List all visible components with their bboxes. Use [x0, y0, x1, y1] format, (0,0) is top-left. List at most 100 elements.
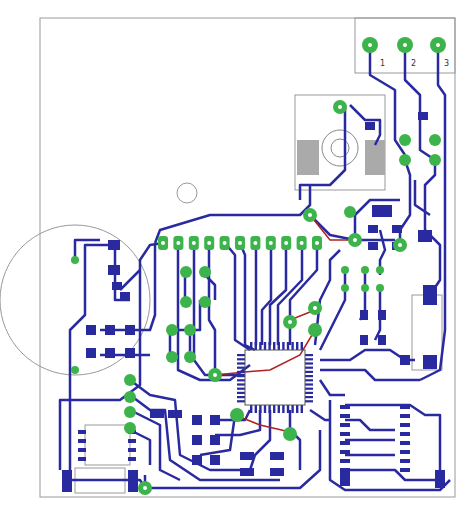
- th-pads: [71, 37, 446, 495]
- ic-pin: [278, 342, 280, 350]
- header-pad: [204, 236, 214, 250]
- pin-number: 2: [411, 60, 416, 68]
- ic-pin: [291, 342, 293, 350]
- ic-pin: [259, 405, 261, 413]
- ic-pin: [255, 342, 257, 350]
- ic-pin: [291, 405, 293, 413]
- bottom-traces: [215, 215, 355, 432]
- ic-pin: [301, 405, 303, 413]
- soic-pin: [340, 459, 350, 463]
- ic-pin: [296, 342, 298, 350]
- ic-pin: [250, 342, 252, 350]
- soic-pin: [340, 468, 350, 472]
- soic-pin: [400, 432, 410, 436]
- ic-pin: [237, 383, 245, 385]
- battery-outline: [0, 225, 150, 375]
- header-pad: [220, 236, 230, 250]
- drill-holes: [143, 43, 440, 490]
- ic-outline: [85, 425, 130, 465]
- pin-number: 1: [380, 60, 385, 68]
- ic-pin: [237, 392, 245, 394]
- ic-pin: [305, 396, 313, 398]
- soic-pin: [400, 450, 410, 454]
- ic-pin: [296, 405, 298, 413]
- qfp-body: [245, 350, 305, 405]
- ic-pin: [305, 388, 313, 390]
- ic-pin: [78, 457, 86, 461]
- soic-pin: [400, 414, 410, 418]
- ic-pin: [287, 405, 289, 413]
- soic-pin: [340, 423, 350, 427]
- drill-hole: [176, 241, 180, 245]
- ic-pin: [282, 342, 284, 350]
- copper-traces: [60, 40, 450, 490]
- drill-hole: [192, 241, 196, 245]
- drill-hole: [161, 241, 165, 245]
- ic-pin: [237, 400, 245, 402]
- soic-pin: [400, 441, 410, 445]
- ic-pin: [250, 405, 252, 413]
- pin-number: 3: [444, 60, 449, 68]
- pot-knob: [322, 130, 358, 166]
- ic-pin: [237, 396, 245, 398]
- ic-pin: [264, 405, 266, 413]
- ic-pin: [237, 362, 245, 364]
- ic-pin: [305, 392, 313, 394]
- drill-hole: [207, 241, 211, 245]
- soic-pin: [400, 468, 410, 472]
- ic-pin: [268, 342, 270, 350]
- board-outline: [40, 18, 455, 497]
- ic-pin: [305, 400, 313, 402]
- ic-pin: [128, 439, 136, 443]
- header-pad: [158, 236, 168, 250]
- ic-pin: [273, 405, 275, 413]
- ic-pin: [128, 457, 136, 461]
- ic-pin: [255, 405, 257, 413]
- ic-pin: [305, 371, 313, 373]
- drill-hole: [238, 241, 242, 245]
- soic-pin: [400, 459, 410, 463]
- header-pad: [266, 236, 276, 250]
- drill-hole: [253, 241, 257, 245]
- drill-hole: [300, 241, 304, 245]
- repeated-pads: [78, 236, 410, 472]
- ic-pin: [237, 375, 245, 377]
- ic-pin: [305, 354, 313, 356]
- header-pad: [250, 236, 260, 250]
- ic-pin: [237, 371, 245, 373]
- drill-hole: [223, 241, 227, 245]
- header-pad: [297, 236, 307, 250]
- pot-body: [297, 140, 319, 175]
- ic-pin: [237, 354, 245, 356]
- ic-pin: [78, 439, 86, 443]
- ic-pin: [305, 379, 313, 381]
- soic-pin: [340, 432, 350, 436]
- ic-pin: [278, 405, 280, 413]
- header-pad: [281, 236, 291, 250]
- ic-pin: [301, 342, 303, 350]
- pot-body: [365, 140, 385, 175]
- ic-pin: [237, 358, 245, 360]
- mount-hole: [177, 183, 197, 203]
- ic-pin: [282, 405, 284, 413]
- soic-pin: [400, 405, 410, 409]
- ic-pin: [237, 379, 245, 381]
- ic-pin: [78, 448, 86, 452]
- drill-hole: [315, 241, 319, 245]
- drill-hole: [269, 241, 273, 245]
- ic-pin: [237, 388, 245, 390]
- ic-pin: [264, 342, 266, 350]
- ic-pin: [305, 375, 313, 377]
- ic-pin: [273, 342, 275, 350]
- soic-pin: [340, 441, 350, 445]
- header-pad: [173, 236, 183, 250]
- soic-pin: [340, 405, 350, 409]
- header-pad: [189, 236, 199, 250]
- ic-pin: [305, 367, 313, 369]
- ic-pin: [305, 358, 313, 360]
- soic-pin: [340, 450, 350, 454]
- soic-pin: [400, 423, 410, 427]
- drill-hole: [284, 241, 288, 245]
